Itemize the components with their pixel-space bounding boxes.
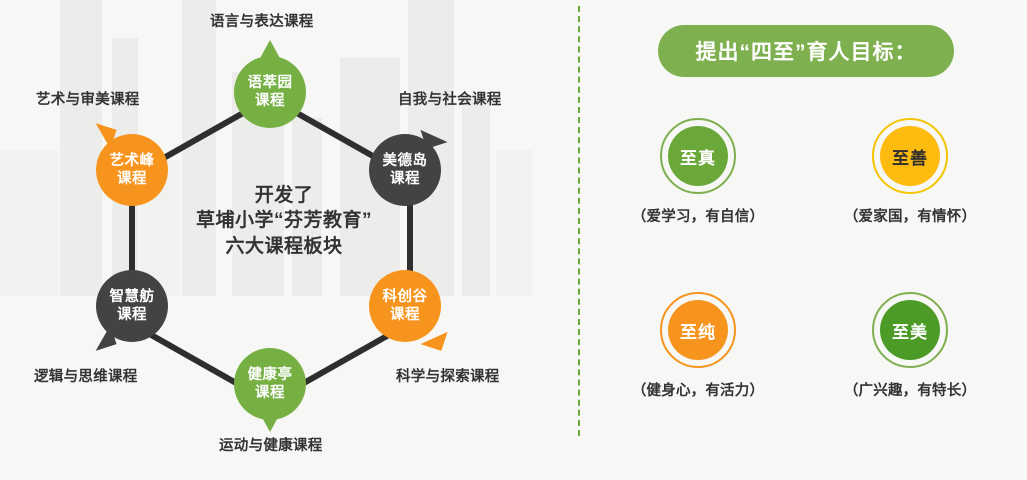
node-jiankangting-line1: 健康亭 — [247, 366, 293, 383]
node-yishufeng-line2: 课程 — [117, 171, 147, 187]
goal-zhichun[interactable]: 至纯 （健身心，有活力） — [608, 292, 788, 400]
goal-zhimei-core: 至美 — [880, 300, 940, 360]
node-yucuiyuan-line1: 语萃园 — [247, 74, 293, 91]
outer-label-science: 科学与探索课程 — [396, 369, 500, 385]
goal-zhichun-ring: 至纯 — [660, 292, 736, 368]
outer-label-language: 语言与表达课程 — [210, 14, 314, 30]
node-kechuanggu-line1: 科创谷 — [382, 288, 428, 305]
goal-zhizhen[interactable]: 至真 （爱学习，有自信） — [608, 118, 788, 226]
goal-zhizhen-ring: 至真 — [660, 118, 736, 194]
goal-zhimei-label: 至美 — [892, 322, 928, 342]
outer-label-self-society: 自我与社会课程 — [398, 92, 502, 108]
node-zhihuifang[interactable]: 智慧舫 课程 — [89, 270, 168, 351]
goal-zhimei-caption: （广兴趣，有特长） — [843, 383, 977, 399]
node-zhihuifang-line2: 课程 — [117, 307, 147, 323]
node-yucuiyuan[interactable]: 语萃园 课程 — [234, 40, 306, 128]
node-meidedao[interactable]: 美德岛 课程 — [369, 123, 448, 206]
outer-label-logic-thinking: 逻辑与思维课程 — [34, 369, 138, 385]
goals-title-text: 提出“四至”育人目标： — [695, 41, 917, 64]
outer-label-sports-health: 运动与健康课程 — [219, 438, 323, 454]
goal-zhichun-label: 至纯 — [680, 322, 716, 342]
goal-zhishan-label: 至善 — [892, 148, 928, 168]
node-kechuanggu[interactable]: 科创谷 课程 — [369, 270, 448, 351]
goal-zhizhen-caption: （爱学习，有自信） — [631, 209, 765, 225]
node-meidedao-line1: 美德岛 — [382, 152, 428, 169]
goal-zhishan-caption: （爱家国，有情怀） — [843, 209, 977, 225]
node-yishufeng[interactable]: 艺术峰 课程 — [89, 123, 168, 206]
goal-zhimei[interactable]: 至美 （广兴趣，有特长） — [820, 292, 1000, 400]
course-hexagon-diagram: 语言与表达课程 自我与社会课程 科学与探索课程 运动与健康课程 逻辑与思维课程 … — [34, 14, 502, 454]
goal-zhizhen-label: 至真 — [680, 148, 716, 168]
goal-zhishan-core: 至善 — [880, 126, 940, 186]
panel-divider — [578, 6, 580, 436]
goals-title-pill: 提出“四至”育人目标： — [658, 25, 954, 77]
node-yishufeng-line1: 艺术峰 — [109, 152, 155, 169]
goal-zhichun-core: 至纯 — [668, 300, 728, 360]
goal-zhimei-ring: 至美 — [872, 292, 948, 368]
goal-zhichun-caption: （健身心，有活力） — [631, 383, 765, 399]
center-caption: 开发了 草埔小学“芬芳教育” 六大课程板块 — [148, 183, 420, 259]
node-zhihuifang-line1: 智慧舫 — [109, 288, 155, 305]
outer-label-art-aesthetics: 艺术与审美课程 — [36, 92, 140, 108]
center-caption-line3: 六大课程板块 — [225, 235, 343, 257]
node-jiankangting-line2: 课程 — [255, 385, 285, 401]
node-meidedao-line2: 课程 — [390, 171, 420, 187]
four-zhi-goals-panel: 提出“四至”育人目标： 至真 （爱学习，有自信） 至善 （爱家国，有情怀） 至纯 — [588, 0, 1027, 480]
goal-zhizhen-core: 至真 — [668, 126, 728, 186]
node-yucuiyuan-line2: 课程 — [255, 93, 285, 109]
center-caption-line1: 开发了 — [254, 185, 314, 206]
goal-zhishan[interactable]: 至善 （爱家国，有情怀） — [820, 118, 1000, 226]
center-caption-line2: 草埔小学“芬芳教育” — [195, 210, 372, 232]
node-jiankangting[interactable]: 健康亭 课程 — [234, 348, 306, 432]
goal-zhishan-ring: 至善 — [872, 118, 948, 194]
node-kechuanggu-line2: 课程 — [390, 307, 420, 323]
